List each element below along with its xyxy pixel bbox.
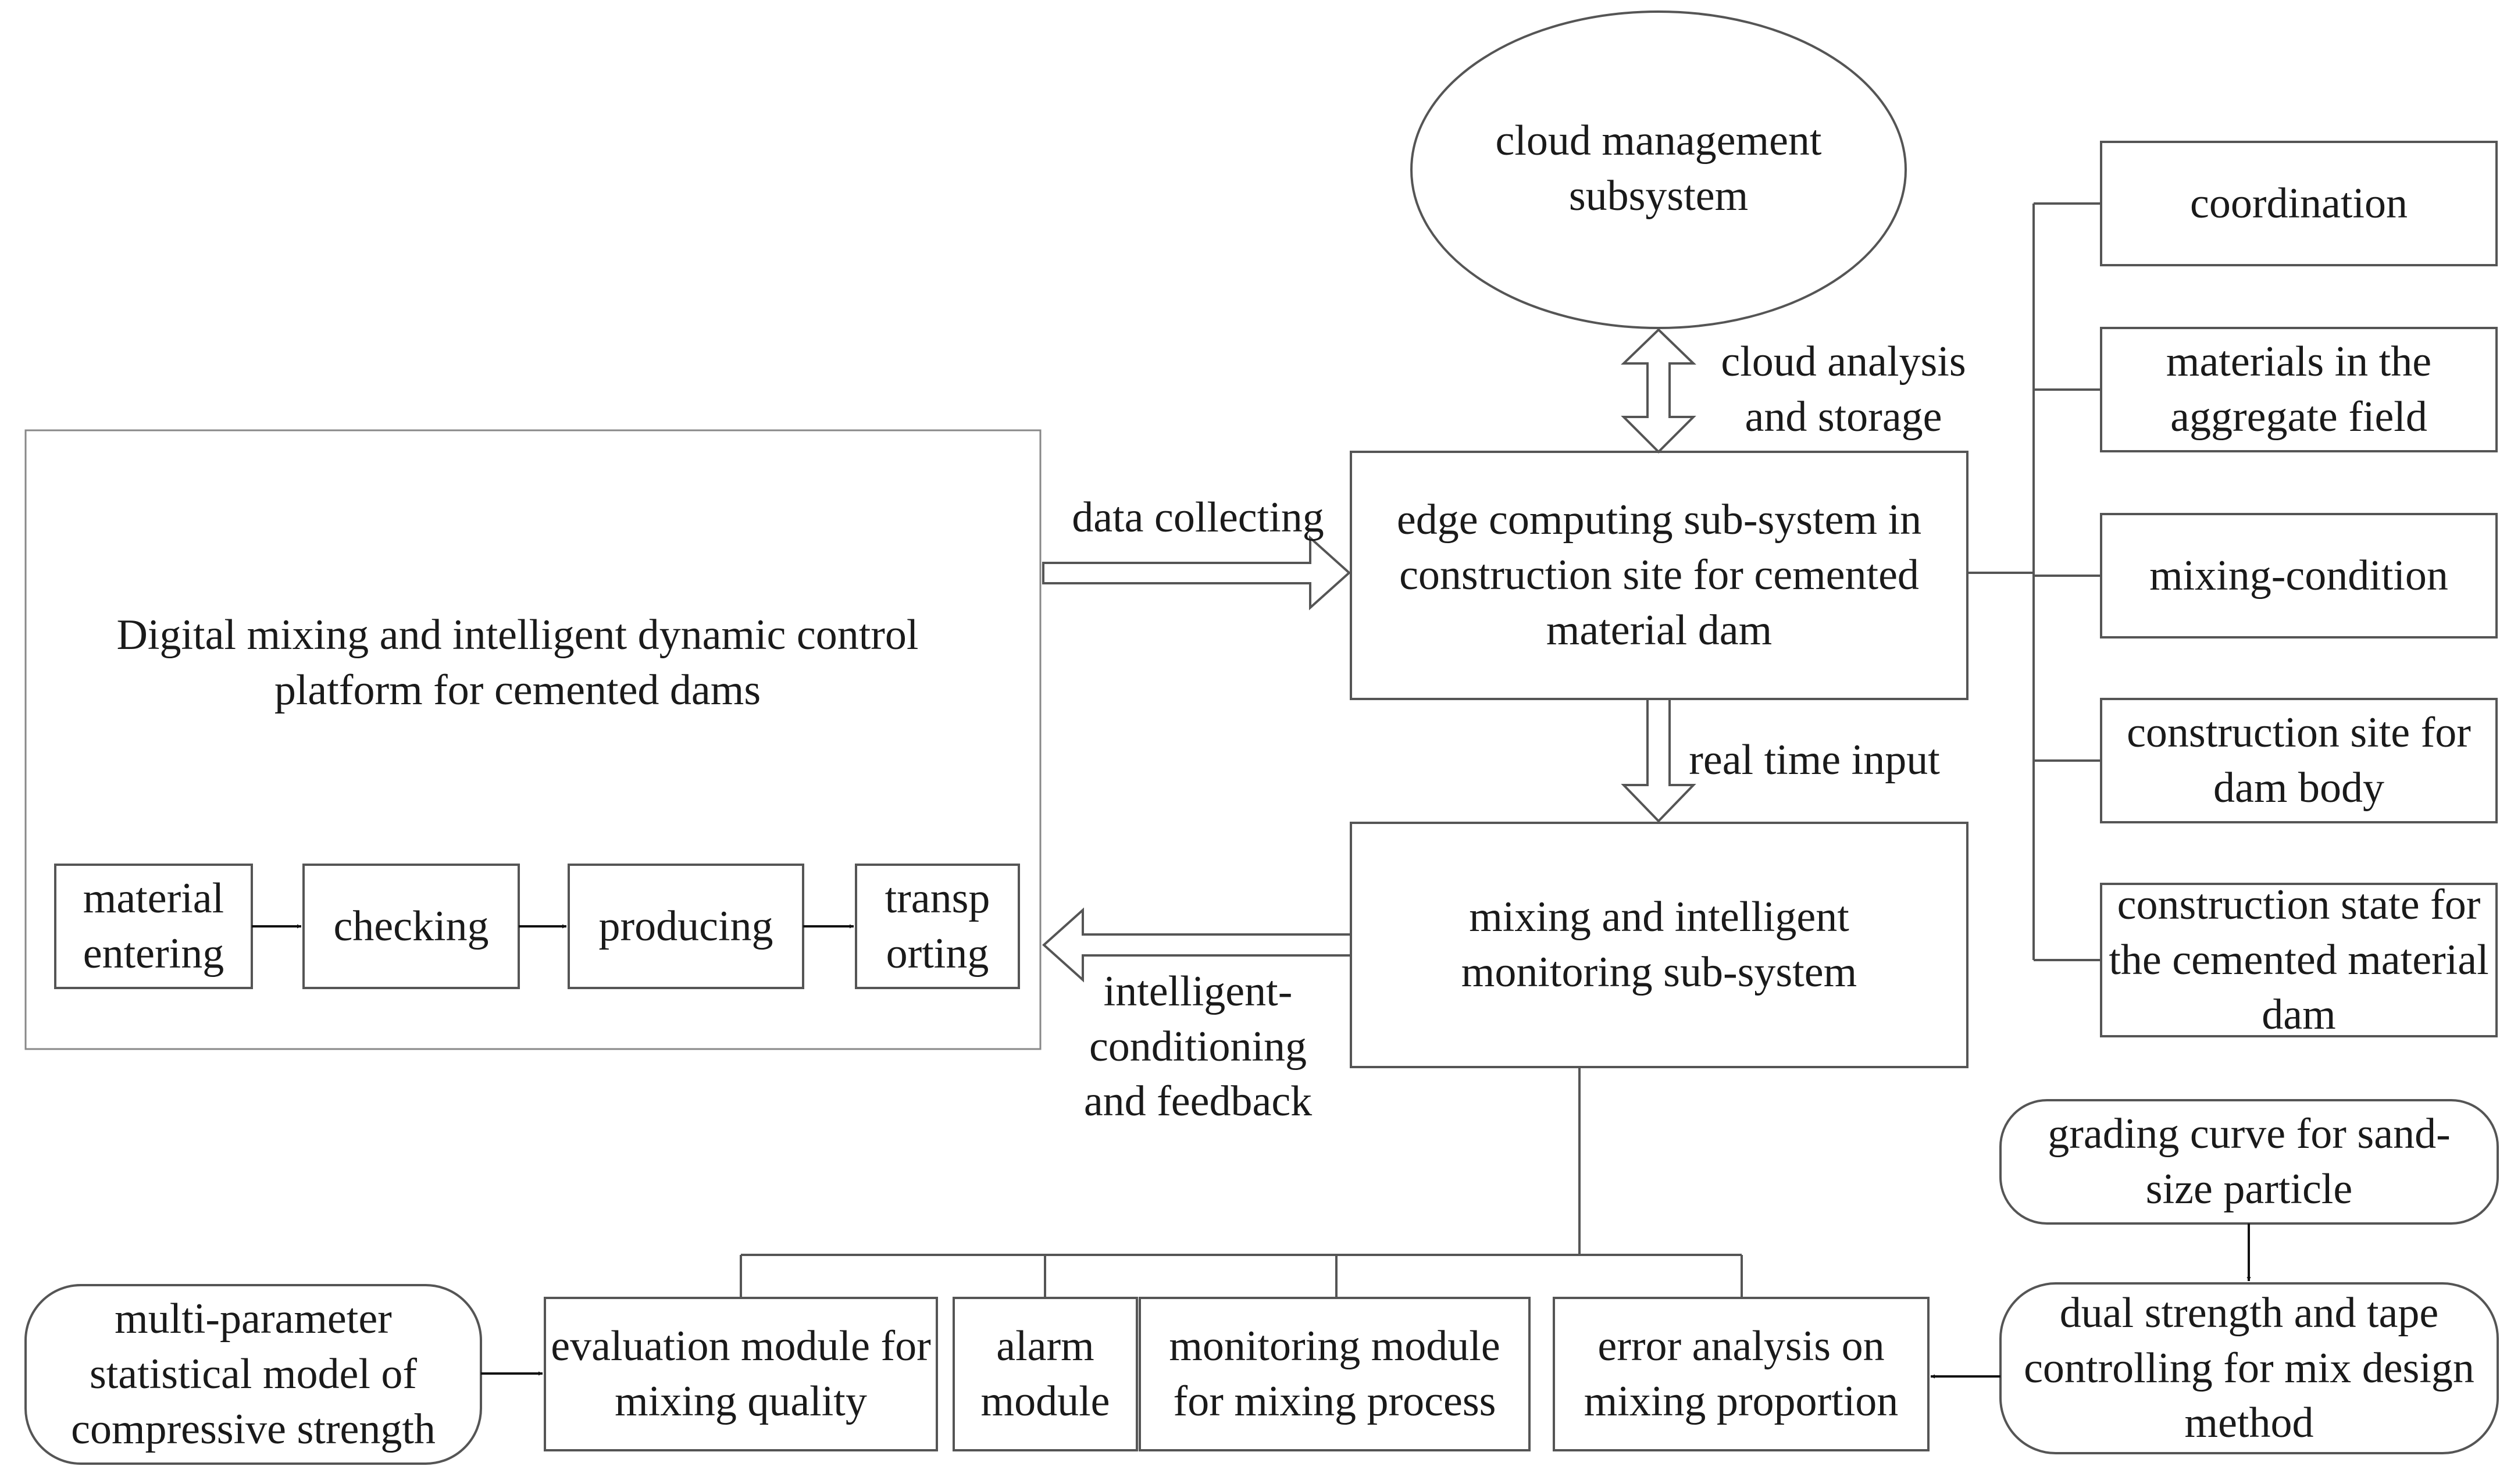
grading-label: grading curve for sand-size particle bbox=[2048, 1110, 2451, 1213]
cloud-analysis-label: cloud analysis and storage bbox=[1721, 338, 1966, 441]
step-checking: checking bbox=[333, 902, 489, 950]
data-collecting-label: data collecting bbox=[1072, 493, 1324, 541]
module-box-3 bbox=[1139, 1297, 1531, 1451]
module-evaluation: evaluation module for mixing quality bbox=[551, 1322, 931, 1425]
cloud-label: cloud management subsystem bbox=[1495, 117, 1822, 220]
module-error-analysis: error analysis on mixing proportion bbox=[1584, 1322, 1899, 1425]
platform-title: Digital mixing and intelligent dynamic c… bbox=[116, 611, 919, 714]
step-box-4 bbox=[855, 864, 1020, 989]
edge-label: edge computing sub-system in constructio… bbox=[1396, 496, 1922, 654]
dual-label: dual strength and tape controlling for m… bbox=[2024, 1289, 2474, 1447]
factor-construction-state: construction state for the cemented mate… bbox=[2109, 880, 2489, 1039]
factor-construction-site: construction site for dam body bbox=[2127, 709, 2471, 812]
real-time-input-label: real time input bbox=[1689, 736, 1940, 784]
feedback-arrow bbox=[1042, 907, 1352, 983]
cloud-ellipse bbox=[1410, 10, 1907, 329]
factor-mixing-condition: mixing-condition bbox=[2149, 551, 2448, 600]
monitoring-label: mixing and intelligent monitoring sub-sy… bbox=[1461, 893, 1857, 996]
cloud-double-arrow bbox=[1621, 328, 1696, 454]
module-monitoring: monitoring module for mixing process bbox=[1169, 1322, 1500, 1425]
step-producing: producing bbox=[598, 902, 773, 950]
data-collecting-arrow bbox=[1042, 535, 1351, 611]
module-alarm: alarm module bbox=[980, 1322, 1110, 1425]
factor-coordination: coordination bbox=[2189, 179, 2408, 227]
platform-box bbox=[24, 429, 1042, 1050]
factor-materials: materials in the aggregate field bbox=[2166, 338, 2432, 441]
step-material-entering: material entering bbox=[83, 875, 224, 978]
dual-box bbox=[1999, 1282, 2499, 1454]
real-time-arrow bbox=[1621, 698, 1696, 823]
feedback-label: intelligent-conditioning and feedback bbox=[1083, 967, 1313, 1126]
step-transporting: transp orting bbox=[885, 875, 990, 978]
left-model-label: multi-parameter statistical model of com… bbox=[71, 1295, 436, 1453]
